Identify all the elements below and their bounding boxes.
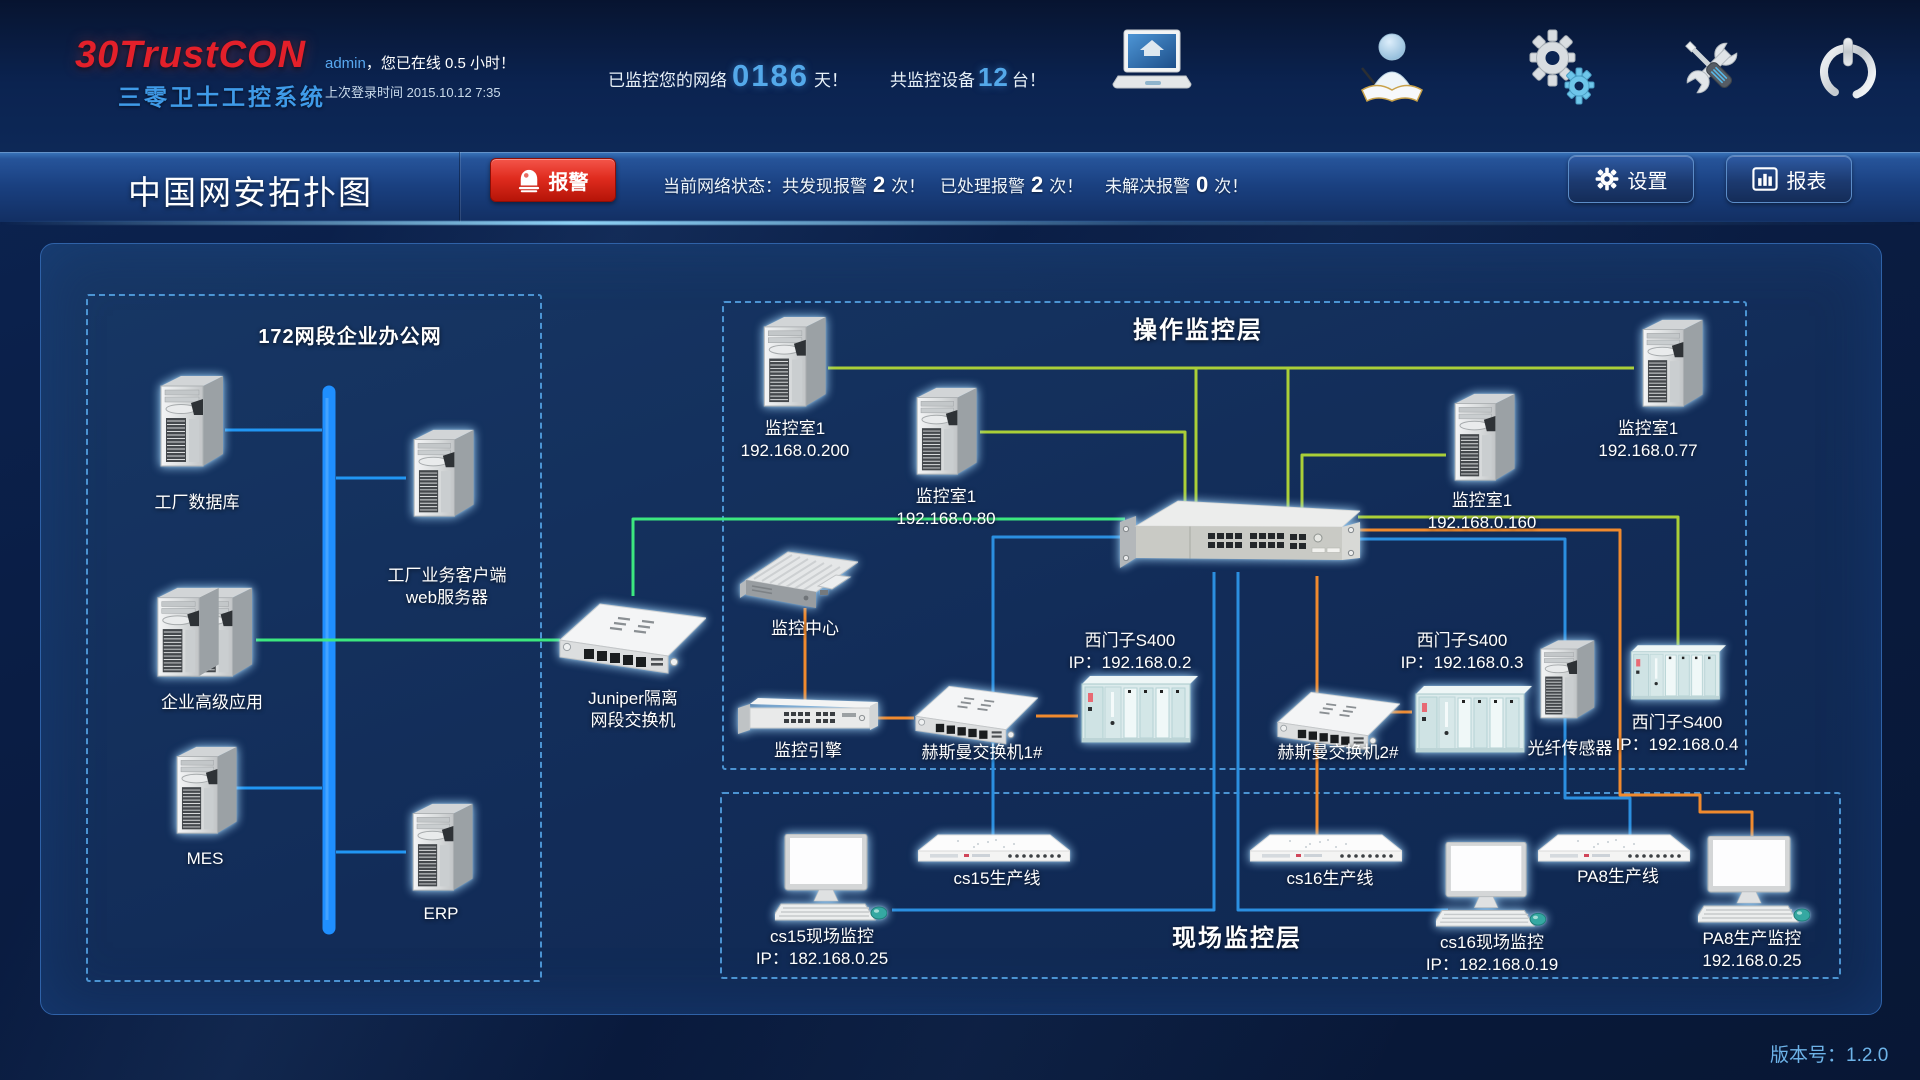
status-found-alarms: 当前网络状态：共发现报警 2 次！ <box>663 172 925 198</box>
label-pa8-monitor-pc: PA8生产监控 192.168.0.25 <box>1702 929 1802 970</box>
label-monitor-room-200: 监控室1 192.168.0.200 <box>740 419 850 460</box>
last-login-text: 上次登录时间 2015.10.12 7:35 <box>325 85 501 100</box>
label-erp: ERP <box>423 904 459 923</box>
label-cs15-field-pc: cs15现场监控 IP：182.168.0.25 <box>755 927 889 968</box>
status-unresolved-text: 未解决报警 <box>1105 177 1190 196</box>
office-box-title: 172网段企业办公网 <box>258 326 442 348</box>
divider-glow <box>0 221 1920 225</box>
status-found-suffix: 次！ <box>891 177 926 196</box>
label-hirschmann-1: 赫斯曼交换机1# <box>921 743 1043 762</box>
label-siemens-s400-4: 西门子S400 IP：192.168.0.4 <box>1615 713 1739 754</box>
report-button-label: 报表 <box>1786 170 1827 193</box>
days-suffix: 天！ <box>813 71 848 90</box>
monitored-days: 0186 <box>732 58 809 93</box>
label-web-server: 工厂业务客户端 web服务器 <box>387 566 507 607</box>
status-unresolved-count: 0 <box>1196 172 1209 197</box>
settings-button[interactable]: 设置 <box>1568 155 1694 203</box>
alarm-button-label: 报警 <box>548 171 589 194</box>
gears-icon[interactable] <box>1520 26 1598 106</box>
status-handled-suffix: 次！ <box>1049 177 1084 196</box>
label-cs15-production-line: cs15生产线 <box>953 869 1041 888</box>
label-juniper-switch: Juniper隔离 网段交换机 <box>588 689 678 730</box>
label-mes: MES <box>186 849 224 868</box>
label-monitor-center: 监控中心 <box>771 619 839 638</box>
label-enterprise-app: 企业高级应用 <box>161 693 263 712</box>
monitor-stats: 已监控您的网络 0186 天！ 共监控设备 12 台！ <box>608 58 1046 94</box>
label-pa8-production-line: PA8生产线 <box>1577 867 1659 886</box>
label-siemens-s400-3: 西门子S400 IP：192.168.0.3 <box>1400 631 1524 672</box>
devices-suffix: 台！ <box>1011 71 1046 90</box>
user-status-line: admin，您已在线 0.5 小时！ <box>325 52 515 73</box>
logo-title: 30TrustCON <box>75 34 307 76</box>
label-cs16-field-pc: cs16现场监控 IP：182.168.0.19 <box>1425 933 1559 974</box>
alarm-button[interactable]: 报警 <box>490 158 616 202</box>
label-factory-database: 工厂数据库 <box>154 493 240 512</box>
label-monitor-room-80: 监控室1 192.168.0.80 <box>896 487 996 528</box>
field-box-title: 现场监控层 <box>1172 925 1302 952</box>
devices-count: 12 <box>977 62 1009 92</box>
status-unresolved-suffix: 次！ <box>1214 177 1249 196</box>
status-found-count: 2 <box>873 172 886 197</box>
status-handled-alarms: 已处理报警 2 次！ <box>940 172 1083 198</box>
status-handled-text: 已处理报警 <box>940 177 1025 196</box>
status-handled-count: 2 <box>1031 172 1044 197</box>
tools-icon[interactable] <box>1672 28 1752 108</box>
status-found-text: 当前网络状态：共发现报警 <box>663 177 867 196</box>
page-title: 中国网安拓扑图 <box>128 174 373 211</box>
settings-gear-icon <box>1595 167 1618 191</box>
header: 30TrustCON 三零卫士工控系统 admin，您已在线 0.5 小时！ 上… <box>0 0 1920 152</box>
status-unresolved-alarms: 未解决报警 0 次！ <box>1105 172 1248 198</box>
user-log-icon[interactable] <box>1352 30 1430 108</box>
user-online-text: ，您已在线 0.5 小时！ <box>365 55 516 72</box>
ops-monitor-box <box>722 301 1747 770</box>
ops-box-title: 操作监控层 <box>1133 317 1263 344</box>
monitored-label: 已监控您的网络 <box>608 71 727 90</box>
version-label: 版本号：1.2.0 <box>1770 1045 1889 1066</box>
devices-label: 共监控设备 <box>889 71 975 90</box>
label-hirschmann-2: 赫斯曼交换机2# <box>1277 743 1399 762</box>
office-network-box <box>86 294 542 982</box>
label-monitor-room-160: 监控室1 192.168.0.160 <box>1427 491 1537 532</box>
label-monitor-room-77: 监控室1 192.168.0.77 <box>1598 419 1698 460</box>
settings-button-label: 设置 <box>1627 170 1668 193</box>
power-icon[interactable] <box>1810 30 1886 108</box>
alarm-bell-icon <box>518 169 539 193</box>
toolbar-divider <box>459 152 460 222</box>
user-name: admin <box>325 55 366 72</box>
label-fiber-sensor: 光纤传感器 <box>1527 739 1613 758</box>
report-button[interactable]: 报表 <box>1726 155 1852 203</box>
home-laptop-icon[interactable] <box>1108 28 1192 104</box>
label-cs16-production-line: cs16生产线 <box>1286 869 1374 888</box>
label-monitor-engine: 监控引擎 <box>774 741 842 760</box>
report-chart-icon <box>1751 167 1778 191</box>
logo-subtitle: 三零卫士工控系统 <box>118 84 326 110</box>
label-siemens-s400-2: 西门子S400 IP：192.168.0.2 <box>1068 631 1192 672</box>
